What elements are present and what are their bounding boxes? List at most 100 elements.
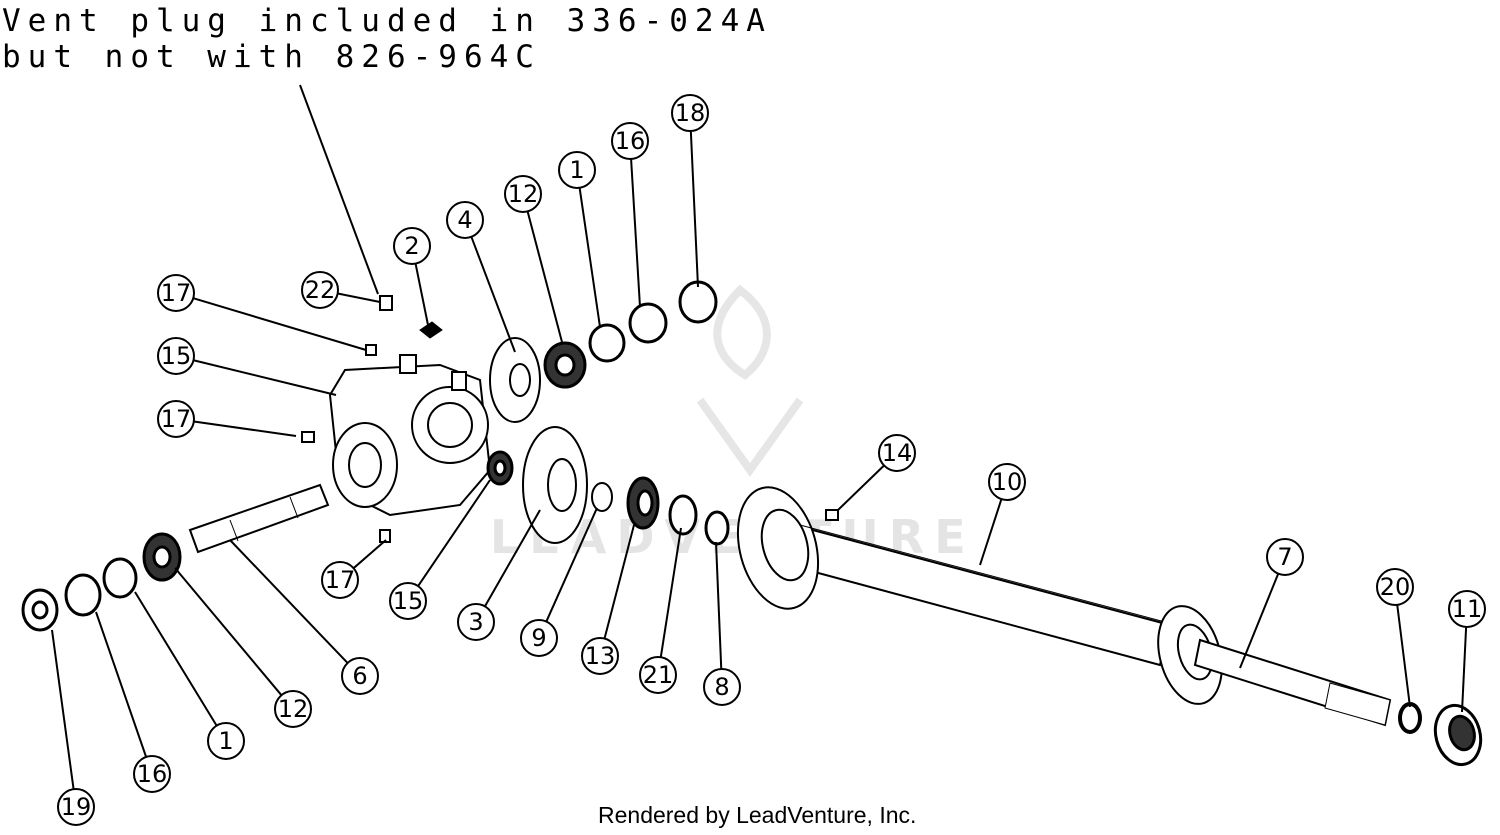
callout-c2: 2 — [393, 227, 431, 265]
leader-line-c1b — [134, 591, 218, 727]
leader-line-c6 — [229, 539, 349, 664]
callout-c14: 14 — [878, 434, 916, 472]
callout-number: 21 — [643, 661, 674, 689]
ring-21 — [668, 494, 698, 536]
callout-circle — [321, 561, 359, 599]
vent-plug-note-line2: but not with 826-964C — [2, 39, 541, 75]
note-leader-line — [299, 84, 379, 295]
axle-tube-10 — [736, 486, 1172, 667]
callout-circle — [446, 201, 484, 239]
callout-circle — [878, 434, 916, 472]
leader-line-c10 — [979, 498, 1003, 566]
callout-c19: 19 — [57, 788, 95, 826]
seal-18 — [678, 280, 718, 324]
output-shaft-7 — [1157, 605, 1392, 727]
callout-number: 9 — [531, 624, 546, 652]
leader-line-c18 — [689, 130, 699, 288]
callout-number: 16 — [137, 760, 168, 788]
leader-line-c7 — [1239, 573, 1280, 669]
callout-circle — [274, 690, 312, 728]
callout-number: 8 — [714, 673, 729, 701]
callout-number: 4 — [457, 206, 472, 234]
callout-c13: 13 — [581, 637, 619, 675]
callout-circle — [581, 637, 619, 675]
render-credit: Rendered by LeadVenture, Inc. — [598, 802, 917, 828]
callout-circle — [1266, 538, 1304, 576]
bearing-11 — [1433, 703, 1483, 767]
callout-circle — [301, 271, 339, 309]
leader-line-c8 — [715, 541, 723, 670]
callout-c7: 7 — [1266, 538, 1304, 576]
callout-number: 22 — [305, 276, 336, 304]
callout-c21: 21 — [639, 656, 677, 694]
plug-17a — [365, 344, 377, 356]
callout-number: 11 — [1452, 595, 1483, 623]
callout-number: 17 — [161, 405, 192, 433]
leader-line-c17c — [352, 539, 387, 569]
callout-c22: 22 — [301, 271, 339, 309]
callout-c11: 11 — [1448, 590, 1486, 628]
snap-ring-16b — [64, 573, 102, 617]
callout-circle — [639, 656, 677, 694]
ring-1a — [588, 323, 626, 363]
callout-circle — [1448, 590, 1486, 628]
callout-c16a: 16 — [611, 122, 649, 160]
key-2 — [419, 321, 443, 339]
callout-c16b: 16 — [133, 755, 171, 793]
callout-c8: 8 — [703, 668, 741, 706]
callout-circle — [671, 94, 709, 132]
callout-number: 15 — [393, 587, 424, 615]
leader-lines — [51, 84, 1468, 790]
callout-circle — [504, 175, 542, 213]
callout-circle — [520, 619, 558, 657]
leader-line-c2 — [414, 263, 429, 326]
callout-c6: 6 — [341, 657, 379, 695]
leader-line-c19 — [51, 629, 75, 790]
callout-c17c: 17 — [321, 561, 359, 599]
callout-circle — [611, 122, 649, 160]
callout-number: 20 — [1380, 573, 1411, 601]
watermark-logo-icon — [696, 284, 804, 477]
leader-line-c1a — [578, 187, 601, 328]
callout-c17b: 17 — [157, 400, 195, 438]
leader-line-c15a — [193, 359, 337, 396]
leader-line-c12a — [526, 211, 563, 343]
washer-9 — [591, 482, 613, 512]
vent-plug-22 — [379, 295, 393, 311]
callout-circle — [703, 668, 741, 706]
callout-circle — [157, 400, 195, 438]
leader-line-c21 — [659, 527, 682, 658]
callout-number: 1 — [569, 156, 584, 184]
callout-circle — [457, 603, 495, 641]
callout-number: 15 — [161, 342, 192, 370]
callout-c3: 3 — [457, 603, 495, 641]
bushing-8 — [704, 510, 730, 546]
callout-c1b: 1 — [207, 722, 245, 760]
callout-circle — [558, 151, 596, 189]
callout-circle — [988, 463, 1026, 501]
callout-number: 17 — [161, 279, 192, 307]
callout-c17a: 17 — [157, 274, 195, 312]
callout-circle — [157, 337, 195, 375]
leader-line-c15b — [417, 479, 491, 587]
leader-line-c16a — [630, 158, 641, 308]
plug-17b — [301, 431, 315, 443]
callout-number: 13 — [585, 642, 616, 670]
callout-number: 6 — [352, 662, 367, 690]
callout-number: 1 — [218, 727, 233, 755]
leader-line-c11 — [1461, 626, 1468, 713]
callout-circle — [393, 227, 431, 265]
ring-gear-3 — [522, 426, 588, 544]
callout-number: 7 — [1277, 543, 1292, 571]
small-parts — [21, 280, 839, 632]
bevel-gear-4 — [489, 337, 541, 423]
callout-circle — [57, 788, 95, 826]
callout-number: 14 — [882, 439, 913, 467]
callout-circle — [341, 657, 379, 695]
callout-number: 2 — [404, 232, 419, 260]
leader-line-c17a — [192, 297, 367, 351]
ring-20 — [1398, 702, 1422, 734]
